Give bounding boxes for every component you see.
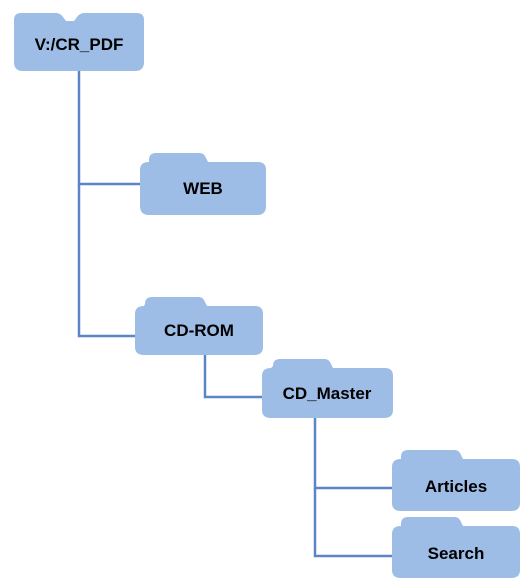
folder-icon: [392, 517, 520, 578]
connector-root-to-cdrom: [77, 184, 135, 338]
connector-cdrom-to-cdmaster: [203, 355, 262, 399]
connector-cdmaster-to-search: [313, 488, 392, 558]
folder-label-cd-master: CD_Master: [283, 384, 372, 403]
folder-icon: [392, 450, 520, 511]
tree-connectors: [77, 70, 392, 558]
folder-root[interactable]: V:/CR_PDF: [14, 13, 144, 71]
folder-cd-master[interactable]: CD_Master: [262, 359, 393, 418]
folder-cdrom[interactable]: CD-ROM: [135, 297, 263, 355]
folder-label-web: WEB: [183, 179, 223, 198]
connector-cdmaster-to-articles: [313, 418, 392, 490]
folder-icon: [135, 297, 263, 355]
folder-label-root: V:/CR_PDF: [35, 35, 124, 54]
folder-label-cdrom: CD-ROM: [164, 321, 234, 340]
folder-search[interactable]: Search: [392, 517, 520, 578]
connector-root-to-web: [77, 70, 140, 186]
folder-icon: [262, 359, 393, 418]
folder-label-search: Search: [428, 544, 485, 563]
folder-web[interactable]: WEB: [140, 153, 266, 215]
folder-label-articles: Articles: [425, 477, 487, 496]
folder-articles[interactable]: Articles: [392, 450, 520, 511]
folder-icon: [140, 153, 266, 215]
folder-icon: [14, 13, 144, 71]
